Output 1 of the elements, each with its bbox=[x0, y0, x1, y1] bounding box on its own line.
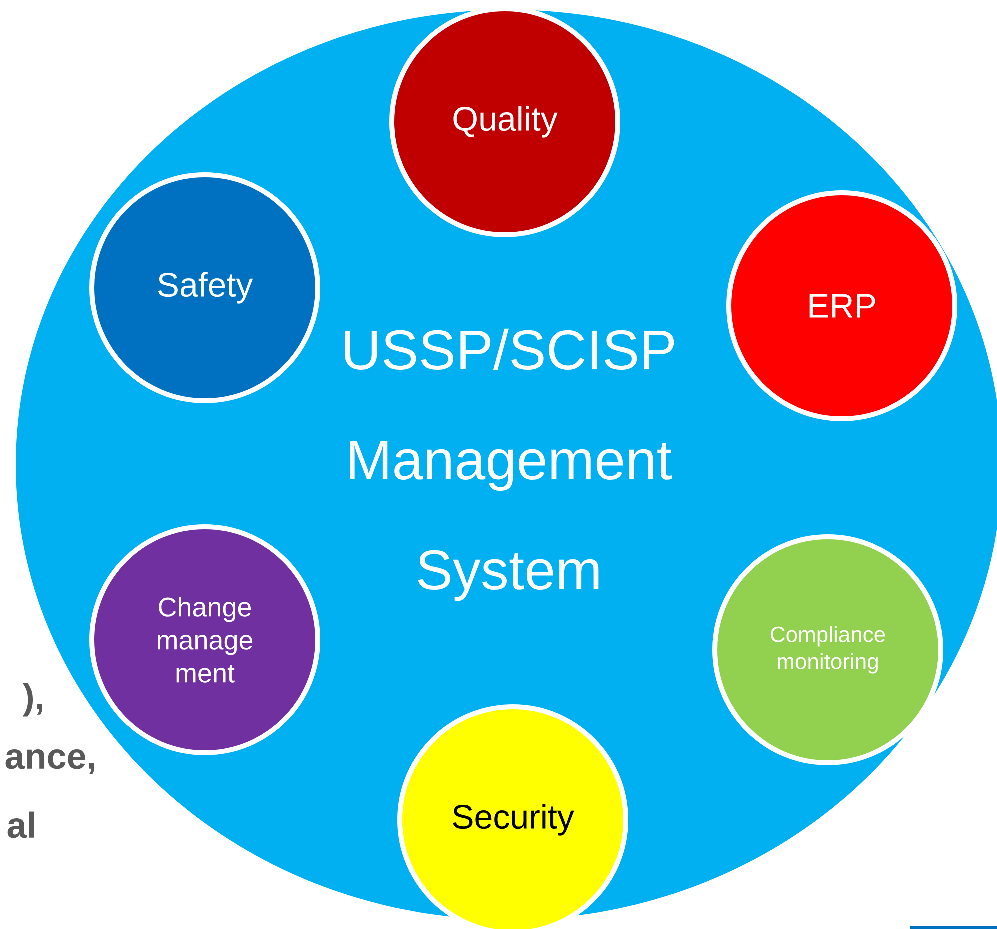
text-fragment: ), bbox=[22, 683, 42, 717]
